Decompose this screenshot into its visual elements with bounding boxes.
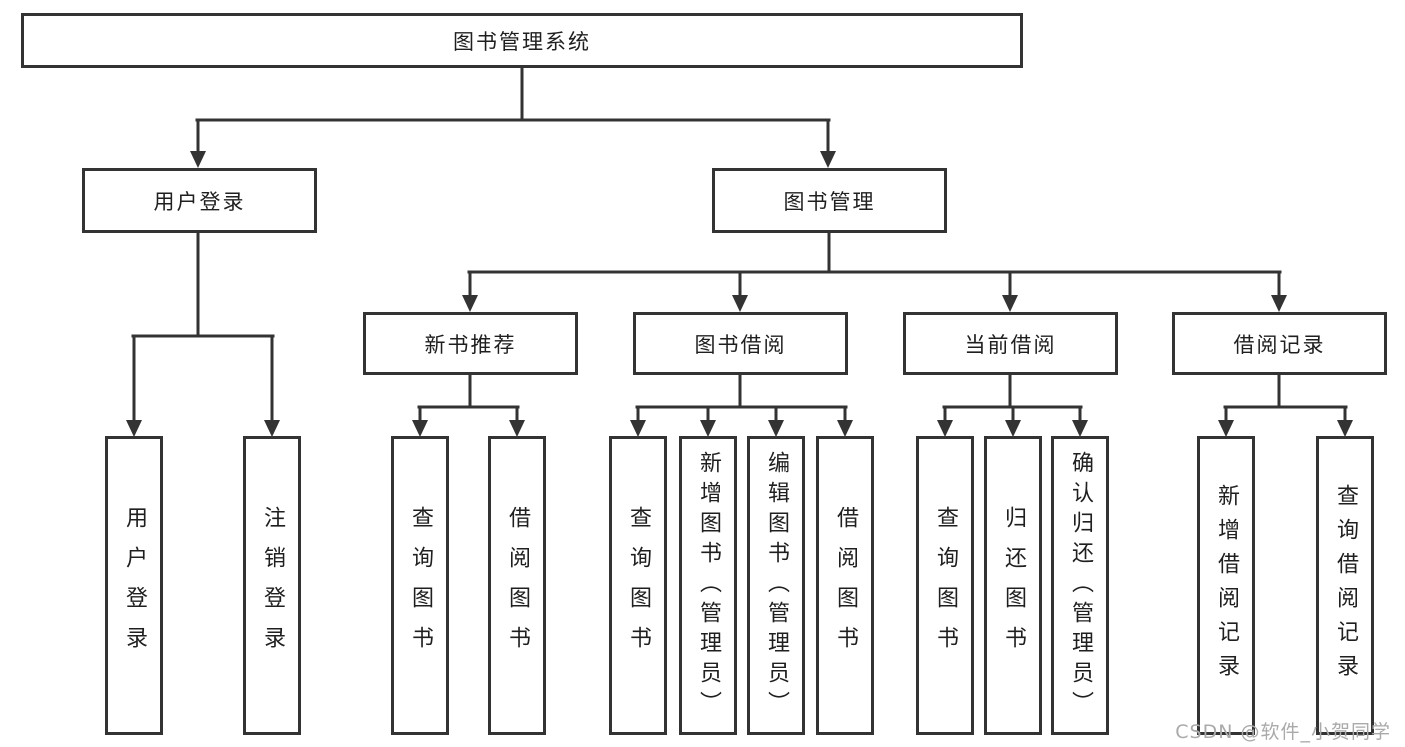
leaf-confirm-return-admin: 确认归还（管理员） [1051, 436, 1109, 735]
leaf-user-login-label: 用户登录 [122, 505, 147, 666]
leaf-query-borrow-record-label: 查询借阅记录 [1333, 483, 1358, 688]
leaf-query-books-borrow-label: 查询图书 [626, 505, 651, 666]
node-book-management: 图书管理 [712, 168, 947, 233]
leaf-query-borrow-record: 查询借阅记录 [1316, 436, 1374, 735]
leaf-add-borrow-record: 新增借阅记录 [1197, 436, 1255, 735]
leaf-query-books-newbook-label: 查询图书 [408, 505, 433, 666]
leaf-edit-book-admin: 编辑图书（管理员） [747, 436, 805, 735]
node-new-book-recommendation-label: 新书推荐 [424, 332, 517, 357]
node-borrowing-records: 借阅记录 [1172, 312, 1387, 375]
node-book-management-label: 图书管理 [783, 189, 876, 214]
leaf-query-books-current-label: 查询图书 [933, 505, 958, 666]
leaf-borrow-books-borrow-label: 借阅图书 [833, 505, 858, 666]
leaf-add-book-admin: 新增图书（管理员） [679, 436, 737, 735]
leaf-borrow-books-newbook: 借阅图书 [488, 436, 546, 735]
csdn-watermark: CSDN @软件_小贺同学 [1175, 721, 1391, 743]
node-library-system-label: 图书管理系统 [453, 29, 591, 54]
leaf-edit-book-admin-label: 编辑图书（管理员） [764, 450, 789, 721]
leaf-logout-label: 注销登录 [260, 505, 285, 666]
leaf-borrow-books-borrow: 借阅图书 [816, 436, 874, 735]
node-current-borrowing-label: 当前借阅 [964, 332, 1057, 357]
leaf-query-books-current: 查询图书 [916, 436, 974, 735]
leaf-query-books-borrow: 查询图书 [609, 436, 667, 735]
leaf-query-books-newbook: 查询图书 [391, 436, 449, 735]
leaf-add-borrow-record-label: 新增借阅记录 [1214, 483, 1239, 688]
node-user-login: 用户登录 [82, 168, 317, 233]
leaf-user-login: 用户登录 [105, 436, 163, 735]
leaf-return-books: 归还图书 [984, 436, 1042, 735]
leaf-add-book-admin-label: 新增图书（管理员） [696, 450, 721, 721]
node-borrowing-records-label: 借阅记录 [1233, 332, 1326, 357]
node-current-borrowing: 当前借阅 [903, 312, 1118, 375]
node-book-borrowing-label: 图书借阅 [694, 332, 787, 357]
node-user-login-label: 用户登录 [153, 189, 246, 214]
leaf-confirm-return-admin-label: 确认归还（管理员） [1068, 450, 1093, 721]
node-new-book-recommendation: 新书推荐 [363, 312, 578, 375]
leaf-return-books-label: 归还图书 [1001, 505, 1026, 666]
leaf-logout: 注销登录 [243, 436, 301, 735]
node-book-borrowing: 图书借阅 [633, 312, 848, 375]
leaf-borrow-books-newbook-label: 借阅图书 [505, 505, 530, 666]
node-library-system: 图书管理系统 [21, 13, 1023, 68]
